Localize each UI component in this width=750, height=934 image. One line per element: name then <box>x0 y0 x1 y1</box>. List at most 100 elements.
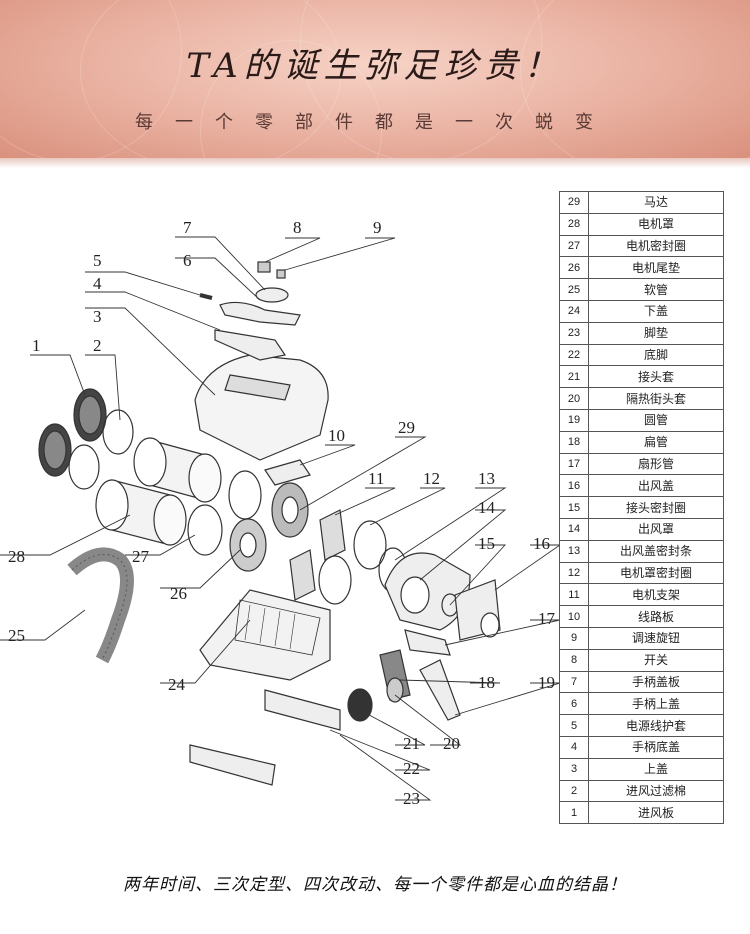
part-name-cell: 出风盖密封条 <box>588 539 724 563</box>
callout-19: 19 <box>538 673 555 692</box>
callout-4: 4 <box>93 274 102 293</box>
callout-1: 1 <box>32 336 41 355</box>
part-name-cell: 出风盖 <box>588 474 724 498</box>
callout-13: 13 <box>478 469 495 488</box>
feet-parts <box>189 689 341 786</box>
part-name-cell: 隔热街头套 <box>588 387 724 410</box>
part-number-cell: 17 <box>559 452 589 476</box>
part-number-cell: 13 <box>559 539 589 563</box>
part-number-cell: 28 <box>559 212 589 236</box>
part-name-cell: 电机尾垫 <box>588 256 724 280</box>
callout-9: 9 <box>373 218 382 237</box>
part-number-cell: 19 <box>559 408 589 432</box>
part-number-cell: 16 <box>559 474 589 498</box>
top-cover-part <box>194 354 329 461</box>
part-number-cell: 9 <box>559 626 589 650</box>
part-name-cell: 上盖 <box>588 757 724 781</box>
callout-18: 18 <box>478 673 495 692</box>
page-subtitle: 每一个零部件都是一次蜕变 <box>135 112 615 133</box>
callout-27: 27 <box>132 547 150 566</box>
part-number-cell: 20 <box>559 387 589 410</box>
part-name-cell: 电源线护套 <box>588 714 724 737</box>
callout-15: 15 <box>478 534 495 553</box>
part-number-cell: 14 <box>559 517 589 541</box>
inlet-plate-part <box>38 388 107 477</box>
part-name-cell: 扇形管 <box>588 452 724 476</box>
part-name-cell: 扁管 <box>588 430 724 454</box>
part-name-cell: 电机密封圈 <box>588 234 724 258</box>
part-name-cell: 手柄上盖 <box>588 692 724 716</box>
part-name-cell: 手柄盖板 <box>588 670 724 694</box>
callout-28: 28 <box>8 547 25 566</box>
part-number-cell: 1 <box>559 801 589 825</box>
callout-3: 3 <box>93 307 102 326</box>
part-number-cell: 27 <box>559 234 589 258</box>
page-title: TA的诞生弥足珍贵！ <box>186 46 564 86</box>
part-number-cell: 11 <box>559 583 589 607</box>
footer-caption: 两年时间、三次定型、四次改动、每一个零件都是心血的结晶！ <box>123 875 627 895</box>
callout-8: 8 <box>293 218 302 237</box>
part-name-cell: 接头密封圈 <box>588 496 724 519</box>
handle-parts <box>199 261 301 361</box>
part-number-cell: 15 <box>559 496 589 519</box>
part-number-cell: 8 <box>559 648 589 672</box>
part-number-cell: 6 <box>559 692 589 716</box>
part-number-cell: 18 <box>559 430 589 454</box>
callout-17: 17 <box>538 609 556 628</box>
callout-25: 25 <box>8 626 25 645</box>
part-name-cell: 进风板 <box>588 801 724 825</box>
callout-12: 12 <box>423 469 440 488</box>
outlet-hood-part <box>384 552 471 631</box>
part-number-cell: 29 <box>559 191 589 214</box>
part-number-cell: 4 <box>559 735 589 759</box>
joint-sleeve-parts <box>347 677 404 722</box>
motor-bracket-part <box>289 509 346 601</box>
callout-21: 21 <box>403 734 420 753</box>
part-name-cell: 圆管 <box>588 408 724 432</box>
part-name-cell: 调速旋钮 <box>588 626 724 650</box>
filter-foam-part <box>68 409 134 490</box>
callout-22: 22 <box>403 759 420 778</box>
callout-26: 26 <box>170 584 187 603</box>
part-number-cell: 25 <box>559 278 589 301</box>
part-number-cell: 21 <box>559 365 589 389</box>
callout-5: 5 <box>93 251 102 270</box>
outlet-cover-part <box>454 579 501 641</box>
seal-ring-part <box>318 520 387 605</box>
fan-nozzle-part <box>404 629 451 656</box>
callout-6: 6 <box>183 251 192 270</box>
motor-seal-part <box>187 504 223 556</box>
part-number-cell: 3 <box>559 757 589 781</box>
part-name-cell: 电机罩密封圈 <box>588 561 724 585</box>
part-number-cell: 23 <box>559 321 589 345</box>
exploded-view-diagram: 1 2 3 4 5 6 7 8 9 10 11 12 13 14 15 16 1… <box>0 218 560 808</box>
part-name-cell: 脚垫 <box>588 321 724 345</box>
part-name-cell: 底脚 <box>588 343 724 367</box>
callout-2: 2 <box>93 336 102 355</box>
part-number-cell: 2 <box>559 779 589 803</box>
motor-part <box>228 470 309 538</box>
circuit-board-part <box>264 459 311 486</box>
callout-16: 16 <box>533 534 550 553</box>
part-number-cell: 26 <box>559 256 589 280</box>
part-name-cell: 马达 <box>588 191 724 214</box>
part-name-cell: 接头套 <box>588 365 724 389</box>
callout-10: 10 <box>328 426 345 445</box>
callout-14: 14 <box>478 498 496 517</box>
